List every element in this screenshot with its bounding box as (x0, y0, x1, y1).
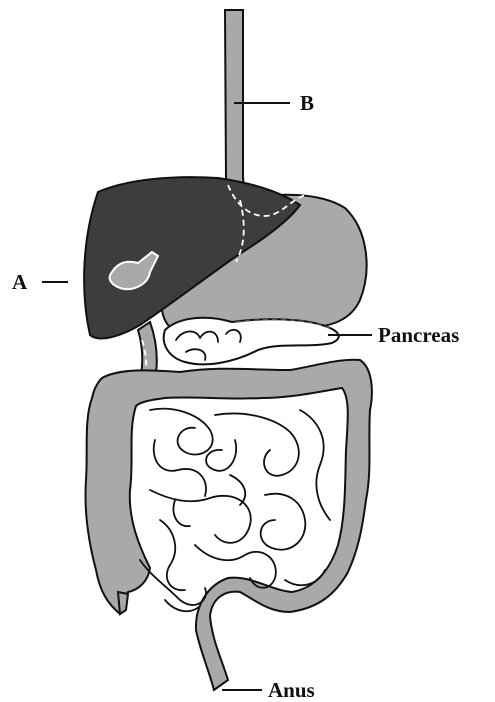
large-intestine (85, 360, 371, 690)
pancreas (164, 318, 339, 365)
label-anus: Anus (268, 678, 315, 702)
label-pancreas: Pancreas (378, 323, 459, 347)
label-b: B (300, 91, 314, 115)
appendix (118, 592, 128, 614)
label-a: A (12, 270, 28, 294)
